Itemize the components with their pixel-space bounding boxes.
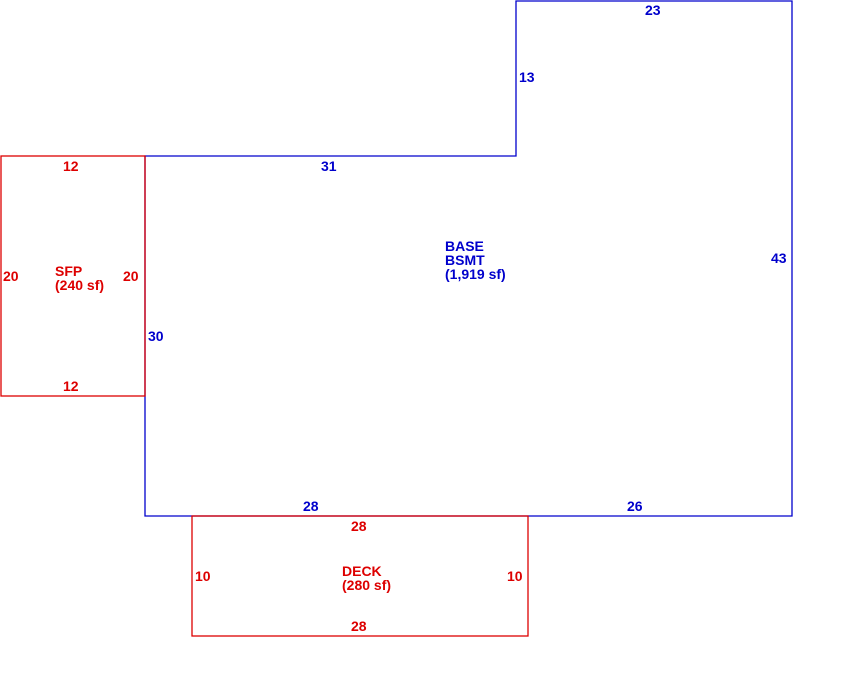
sfp-dim-left: 20 bbox=[3, 268, 19, 284]
base-dim-inner-vertical: 13 bbox=[519, 69, 535, 85]
deck-dim-bottom: 28 bbox=[351, 618, 367, 634]
sfp-dim-bottom: 12 bbox=[63, 378, 79, 394]
deck-label: DECK bbox=[342, 563, 382, 579]
base-dim-top-right: 23 bbox=[645, 2, 661, 18]
deck-dim-top: 28 bbox=[351, 518, 367, 534]
base-label-line1: BASE bbox=[445, 238, 484, 254]
base-bsmt-outline bbox=[144, 0, 793, 517]
sfp-outline bbox=[0, 155, 146, 397]
deck-area-value: (280 sf) bbox=[342, 577, 391, 593]
base-dim-top-left: 31 bbox=[321, 158, 337, 174]
sfp-label: SFP bbox=[55, 263, 82, 279]
base-dim-right: 43 bbox=[771, 250, 787, 266]
deck-dim-left: 10 bbox=[195, 568, 211, 584]
base-area-value: (1,919 sf) bbox=[445, 266, 506, 282]
base-dim-bottom-right: 26 bbox=[627, 498, 643, 514]
deck-dim-right: 10 bbox=[507, 568, 523, 584]
sfp-dim-right: 20 bbox=[123, 268, 139, 284]
base-label-line2: BSMT bbox=[445, 252, 485, 268]
deck-outline bbox=[191, 515, 529, 637]
sfp-area-value: (240 sf) bbox=[55, 277, 104, 293]
sfp-dim-top: 12 bbox=[63, 158, 79, 174]
base-dim-left: 30 bbox=[148, 328, 164, 344]
base-dim-bottom-left: 28 bbox=[303, 498, 319, 514]
